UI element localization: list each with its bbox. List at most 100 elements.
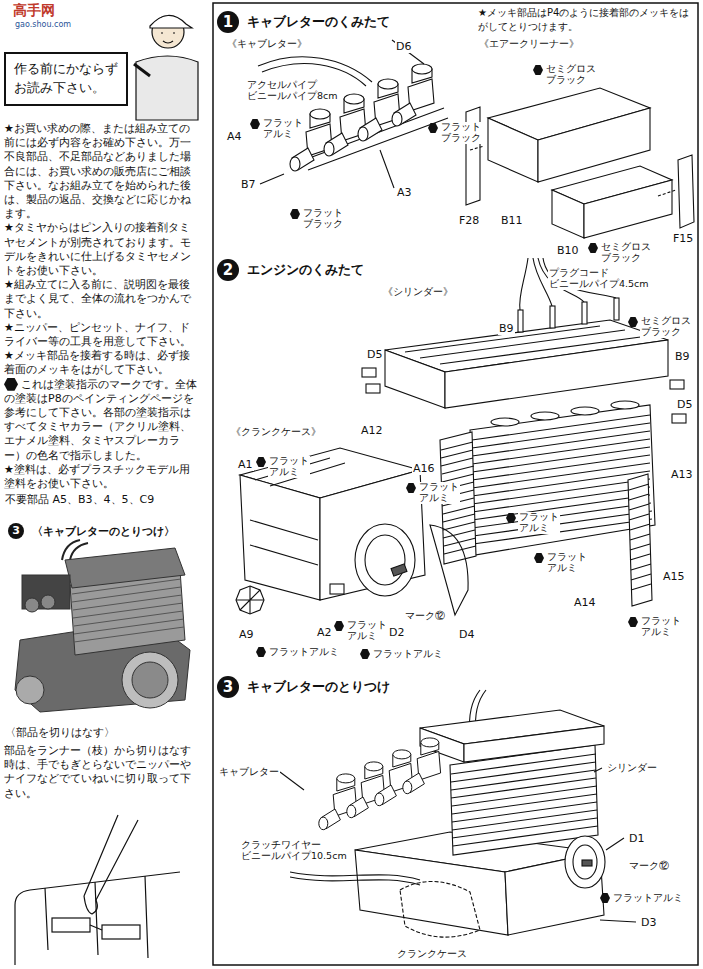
air-cleaner-drawing [470,146,676,196]
step-badge: 2エンジンのくみたて [217,259,239,281]
note-paragraph: ★お買い求めの際、または組み立ての前には必ず内容をお確め下さい。万一不良部品、不… [4,122,200,221]
engine-assembly-drawing [280,690,636,937]
carburetor-drawing [258,40,448,188]
part-number: A9 [238,628,255,641]
mascot-figure [150,15,192,28]
engine-photo [15,540,190,712]
mascot-figure [134,64,150,76]
paint-color: フラット ブラック [440,122,482,144]
part-name: キャブレター [218,766,280,777]
crankcase-drawing [236,586,264,614]
mascot-figure [161,33,175,43]
cylinder-block-drawing [628,474,652,606]
note-paragraph: ★塗料は、必ずプラスチックモデル用塗料をお使い下さい。 [4,463,200,491]
step-heading: キャブレターのとりつけ [245,678,392,696]
mark-number: マーク⑫ [404,610,446,621]
cylinder-head-drawing [518,310,523,332]
note-paragraph: ★メッキ部品を接着する時は、必ず接着面のメッキをはがして下さい。 [4,349,200,377]
cylinder-block-drawing [472,415,652,544]
crankcase-drawing [391,564,407,576]
engine-photo [25,598,39,612]
note-paragraph: ★ニッパー、ピンセット、ナイフ、ドライバー等の工具を用意して下さい。 [4,321,200,349]
note-paragraph: ★組み立てに入る前に、説明図を最後までよく見て、全体の流れをつかんで下さい。 [4,278,200,321]
engine-assembly-drawing [505,852,604,935]
step-badge: 3キャブレターのとりつけ [217,676,239,698]
cylinder-head-drawing [362,368,376,377]
part-number: A12 [360,424,384,437]
pipe-note: プラグコード ビニールパイプ4.5cm [548,268,650,290]
engine-assembly-drawing [319,774,357,830]
air-cleaner-drawing [584,180,672,238]
engine-assembly-drawing [573,845,597,879]
watermark: 高手网 [12,2,56,19]
engine-assembly-drawing [582,860,592,866]
section-heading: 《クランクケース》 [230,426,322,438]
cylinder-head-drawing [366,384,380,393]
step-number: 2 [217,259,239,281]
step-number: 1 [217,11,239,33]
cylinder-block-drawing [491,418,519,426]
cylinder-head-drawing [385,350,445,408]
unused-parts: 不要部品 A5、B3、4、5、C9 [4,493,155,506]
crankcase-drawing [365,535,405,585]
crankcase-drawing [236,586,264,614]
carburetor-drawing [358,79,400,141]
air-cleaner-drawing [552,190,584,238]
cylinder-block-drawing [531,412,559,420]
part-number: D3 [640,916,657,929]
crankcase-drawing [430,525,468,615]
cylinder-head-drawing [405,326,648,364]
cylinder-block-drawing [629,484,651,590]
crankcase-drawing [236,448,468,615]
engine-assembly-drawing [375,750,413,806]
pipe-note: アクセルパイプ ビニールパイプ8cm [246,80,339,102]
paint-color: セミグロス ブラック [545,64,597,86]
part-number: D4 [458,628,475,641]
paint-color: フラット ブラック [302,208,344,230]
runner-cutting-drawing [102,925,140,939]
part-number: A15 [662,570,686,583]
paint-color: セミグロス ブラック [640,316,692,338]
part-number: D5 [366,348,383,361]
paint-color: フラット アルミ [546,552,588,574]
engine-photo [72,579,184,642]
runner-cutting-drawing [45,876,148,958]
runner-cutting-drawing [15,815,180,965]
part-name: クランクケース [396,948,468,959]
engine-assembly-drawing [400,881,480,937]
section-heading: 《エアークリーナー》 [478,38,580,50]
engine-assembly-drawing [347,762,385,818]
section-heading: 《シリンダー》 [382,286,454,298]
cylinder-head-drawing [582,302,587,324]
cylinder-head-drawing [670,380,684,389]
runner-cutting-drawing [90,925,102,930]
paint-color: セミグロス ブラック [600,242,652,264]
part-number: D6 [395,40,412,53]
engine-assembly-drawing [355,850,508,935]
mascot-figure [134,15,198,120]
step-heading: エンジンのくみたて [245,261,366,279]
paint-color: フラット アルミ [640,616,682,638]
engine-assembly-drawing [403,738,441,794]
cylinder-block-drawing [611,401,639,409]
step-heading: キャブレターのくみたて [245,13,392,31]
cylinder-block-drawing [470,405,655,555]
paint-color: フラット アルミ [262,118,304,140]
part-number: D5 [676,398,693,411]
engine-photo [122,652,178,708]
crankcase-drawing [330,584,344,594]
engine-assembly-drawing [290,872,420,885]
carburetor-drawing [260,40,424,188]
cylinder-block-drawing [571,407,599,415]
part-number: D1 [628,832,645,845]
step-badge: 1キャブレターのくみたて [217,11,239,33]
sign-text: 作る前にかならず お読み下さい。 [14,60,118,98]
part-number: A13 [670,468,694,481]
runner-cutting-drawing [84,815,138,900]
engine-assembly-drawing [565,836,605,888]
part-number: A4 [226,130,243,143]
pipe-note: クラッチワイヤー ビニールパイプ10.5cm [240,840,348,862]
part-number: A3 [396,186,413,199]
part-name: シリンダー [606,762,658,773]
part-number: B9 [498,322,515,335]
